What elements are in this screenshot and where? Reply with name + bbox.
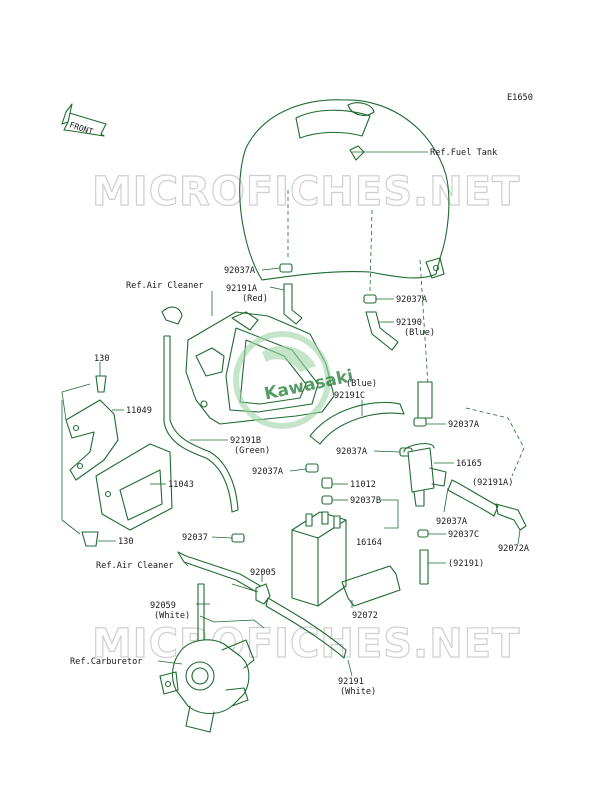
fitting-92005 (255, 583, 271, 605)
label-92191C: 92191C (334, 391, 365, 401)
label-92191-color: (White) (340, 687, 376, 697)
diagram-id: E1650 (507, 93, 533, 103)
label-92037A-2: 92037A (396, 295, 428, 305)
label-130-1: 130 (94, 354, 110, 364)
label-16165: 16165 (456, 459, 482, 469)
label-92037: 92037 (182, 533, 208, 543)
label-ref-air-cleaner-top: Ref.Air Cleaner (126, 281, 204, 291)
canister-16164 (291, 511, 347, 607)
label-92059-color: (White) (154, 611, 190, 621)
front-arrow-icon: FRONT (61, 103, 107, 137)
label-92191B: 92191B (230, 436, 261, 446)
label-92037A-6: 92037A (252, 467, 284, 477)
label-92005: 92005 (250, 568, 276, 578)
label-92037A-4: 92037A (336, 447, 368, 457)
label-92191A-color: (Red) (242, 294, 268, 304)
label-92191C-color: (Blue) (346, 379, 377, 389)
label-92037C: 92037C (448, 530, 479, 540)
label-92072: 92072 (352, 611, 378, 621)
watermark-bottom: MICROFICHES.NET (92, 621, 520, 667)
label-11043: 11043 (168, 480, 194, 490)
label-92072A: 92072A (498, 544, 530, 554)
label-92059: 92059 (150, 601, 176, 611)
label-11012: 11012 (350, 480, 376, 490)
label-16164: 16164 (356, 538, 382, 548)
label-92190-color: (Blue) (404, 328, 435, 338)
bracket-11043 (95, 443, 173, 531)
fuel-filter-16165 (403, 443, 447, 507)
label-130-2: 130 (118, 537, 134, 547)
label-92037B: 92037B (350, 496, 381, 506)
label-ref-air-cleaner-bottom: Ref.Air Cleaner (96, 561, 174, 571)
label-92190: 92190 (396, 318, 422, 328)
label-92191A: 92191A (226, 284, 258, 294)
label-92191: 92191 (338, 677, 364, 687)
label-11049: 11049 (126, 406, 152, 416)
label-92037A-5: 92037A (436, 517, 468, 527)
fuel-tank-outline (239, 99, 450, 281)
label-92037A-3: 92037A (448, 420, 480, 430)
label-ref-carburetor: Ref.Carburetor (70, 657, 142, 667)
label-92037A-1: 92037A (224, 266, 256, 276)
label-ref-fuel-tank: Ref.Fuel Tank (430, 148, 498, 158)
label-92191B-color: (Green) (234, 446, 270, 456)
bracket-11049 (65, 399, 119, 481)
watermark-top: MICROFICHES.NET (92, 169, 520, 215)
label-92191A-paren: (92191A) (472, 478, 513, 488)
carburetor (159, 639, 255, 733)
label-92191-paren: (92191) (448, 559, 484, 569)
